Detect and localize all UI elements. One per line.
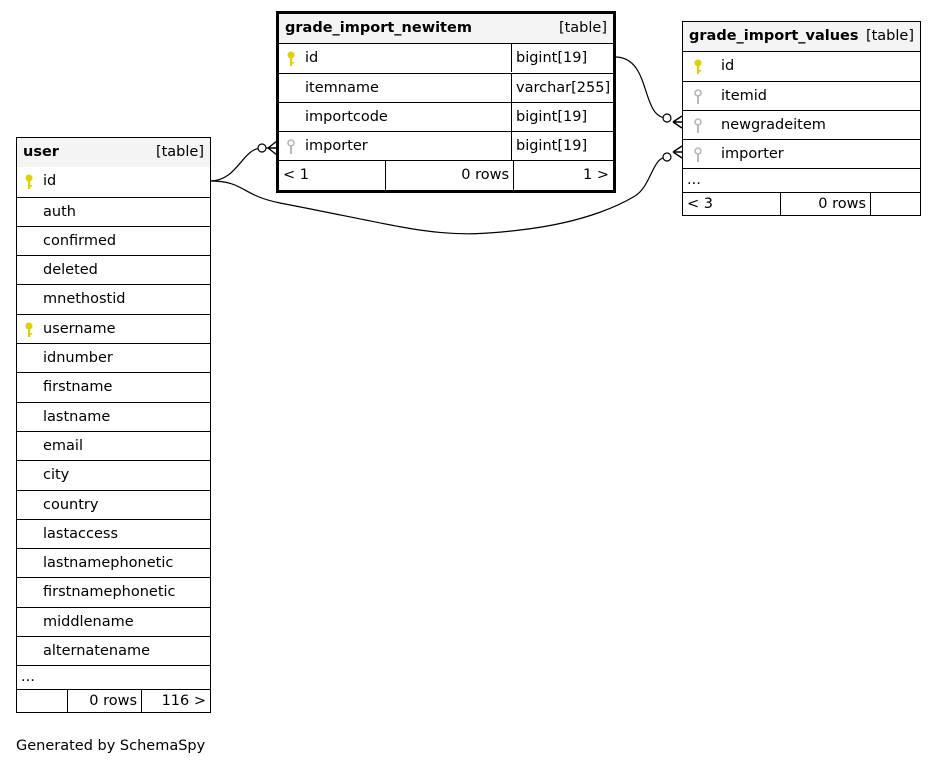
column-name: username — [43, 320, 116, 337]
column-row[interactable]: city — [17, 460, 210, 489]
column-name: itemid — [721, 87, 767, 104]
more-columns-ellipsis: ... — [17, 665, 210, 689]
column-name: mnethostid — [43, 291, 126, 308]
table-grade-import-newitem[interactable]: grade_import_newitem [table] id bigint[1… — [276, 11, 616, 193]
column-row[interactable]: middlename — [17, 606, 210, 636]
table-grade-import-values[interactable]: grade_import_values [table] id itemid ne… — [682, 21, 921, 217]
column-row[interactable]: lastaccess — [17, 518, 210, 548]
column-row[interactable]: id — [683, 51, 920, 80]
primary-key-icon — [25, 322, 33, 337]
column-name: middlename — [43, 613, 134, 630]
footer-children-link[interactable] — [870, 193, 920, 216]
column-name: importer — [305, 138, 368, 155]
table-type-label: [table] — [558, 20, 607, 36]
column-name: auth — [43, 203, 76, 220]
table-header: user [table] — [17, 138, 210, 168]
table-type-label: [table] — [865, 28, 914, 44]
footer-children-link[interactable]: 116 > — [141, 690, 210, 713]
column-row[interactable]: id bigint[19] — [279, 43, 613, 73]
column-name: alternatename — [43, 643, 151, 660]
column-row[interactable]: firstname — [17, 372, 210, 401]
table-footer: < 1 0 rows 1 > — [279, 160, 613, 190]
primary-key-icon — [287, 51, 295, 67]
footer-row-count: 0 rows — [67, 690, 141, 713]
table-footer: 0 rows 116 > — [17, 689, 210, 713]
relationship-optional-marker — [662, 113, 672, 123]
column-row[interactable]: country — [17, 489, 210, 519]
column-name: lastname — [43, 408, 111, 425]
column-row[interactable]: itemid — [683, 80, 920, 110]
column-row[interactable]: lastnamephonetic — [17, 548, 210, 577]
primary-key-icon — [694, 59, 702, 75]
table-name: user — [23, 144, 59, 160]
column-type: bigint[19] — [511, 44, 613, 73]
column-name: country — [43, 496, 99, 513]
column-row[interactable]: idnumber — [17, 343, 210, 372]
footer-children-link[interactable]: 1 > — [513, 161, 613, 190]
relationship-optional-marker — [257, 143, 267, 153]
relationship-line — [209, 156, 668, 235]
column-row[interactable]: alternatename — [17, 636, 210, 665]
foreign-key-icon — [694, 118, 702, 133]
relationship-crowfoot — [672, 145, 683, 159]
foreign-key-icon — [694, 88, 702, 104]
relationship-crowfoot — [672, 115, 683, 129]
column-name: confirmed — [43, 232, 117, 249]
column-name: importer — [721, 146, 784, 163]
column-row[interactable]: username — [17, 313, 210, 343]
column-name: firstname — [43, 379, 113, 396]
column-name: importcode — [305, 108, 388, 125]
relationship-line — [209, 147, 270, 182]
column-row[interactable]: importer — [683, 139, 920, 168]
column-type: varchar[255] — [511, 73, 613, 102]
relationship-optional-marker — [662, 152, 672, 162]
generated-by-note: Generated by SchemaSpy — [16, 738, 206, 754]
footer-row-count: 0 rows — [385, 161, 513, 190]
column-row[interactable]: confirmed — [17, 225, 210, 255]
foreign-key-icon — [694, 147, 702, 163]
footer-parents-link[interactable] — [17, 690, 67, 712]
column-row[interactable]: firstnamephonetic — [17, 577, 210, 606]
footer-parents-link[interactable]: < 3 — [687, 196, 713, 213]
column-row[interactable]: lastname — [17, 401, 210, 431]
table-footer: < 3 0 rows — [683, 192, 920, 216]
column-name: id — [305, 50, 319, 67]
column-name: newgradeitem — [721, 116, 826, 133]
column-row[interactable]: itemname varchar[255] — [279, 72, 613, 102]
column-name: itemname — [305, 79, 379, 96]
foreign-key-icon — [287, 139, 295, 155]
column-row[interactable]: newgradeitem — [683, 109, 920, 139]
column-name: lastnamephonetic — [43, 555, 174, 572]
table-header: grade_import_newitem [table] — [279, 14, 613, 44]
column-name: city — [43, 467, 70, 484]
column-row[interactable]: email — [17, 430, 210, 460]
table-header: grade_import_values [table] — [683, 22, 920, 52]
footer-parents-link[interactable]: < 1 — [283, 167, 309, 184]
table-type-label: [table] — [155, 144, 204, 160]
column-name: firstnamephonetic — [43, 584, 176, 601]
footer-row-count: 0 rows — [780, 193, 870, 216]
column-row[interactable]: auth — [17, 196, 210, 226]
column-row[interactable]: importer bigint[19] — [279, 131, 613, 161]
table-user[interactable]: user [table] id auth confirmed deleted mneth… — [16, 137, 211, 714]
column-name: deleted — [43, 262, 98, 279]
column-name: id — [721, 58, 735, 75]
column-name: email — [43, 437, 83, 454]
column-type: bigint[19] — [511, 132, 613, 161]
column-name: lastaccess — [43, 525, 119, 542]
relationship-crowfoot — [267, 140, 278, 156]
column-row[interactable]: importcode bigint[19] — [279, 101, 613, 131]
column-name: idnumber — [43, 350, 113, 367]
column-row[interactable]: id — [17, 167, 210, 196]
column-row[interactable]: mnethostid — [17, 284, 210, 313]
primary-key-icon — [25, 174, 33, 190]
column-row[interactable]: deleted — [17, 255, 210, 284]
column-type: bigint[19] — [511, 102, 613, 131]
table-name: grade_import_newitem — [285, 20, 472, 36]
column-name: id — [43, 173, 57, 190]
more-columns-ellipsis: ... — [683, 168, 920, 192]
relationship-line — [614, 56, 668, 119]
table-name: grade_import_values — [689, 28, 859, 44]
